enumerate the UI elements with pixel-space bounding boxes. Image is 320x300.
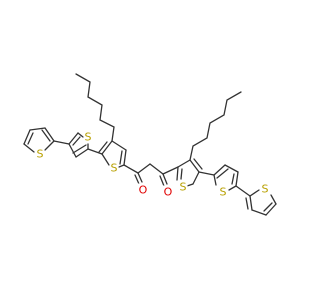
bond: [235, 185, 251, 197]
bond: [186, 183, 194, 187]
bond: [77, 132, 84, 138]
bond: [176, 166, 179, 181]
bond: [251, 209, 267, 216]
atom-label-background: [260, 182, 270, 196]
bond: [68, 132, 79, 145]
bond: [134, 174, 140, 185]
bond: [224, 164, 239, 173]
bond: [123, 149, 127, 166]
left-thiophene-ring: [98, 140, 139, 174]
bond: [249, 195, 253, 211]
sulfur-atom-label: S: [37, 148, 44, 161]
bond: [189, 91, 242, 161]
bond: [111, 140, 127, 151]
bond: [231, 173, 235, 185]
bond: [119, 150, 123, 165]
oxygen-atom-label: O: [139, 184, 148, 197]
bond: [44, 140, 55, 151]
sulfur-atom-label: S: [85, 131, 92, 144]
right-thiophene-ring-2: [198, 164, 239, 191]
bond: [228, 185, 237, 191]
sulfur-atom-label: S: [220, 186, 227, 199]
left-thiophene-ring-3: [23, 127, 70, 153]
right-thiophene-ring-3: [235, 185, 277, 216]
atom-labels: S S S S S S O O: [35, 130, 270, 199]
left-hexyl-chain: [75, 73, 115, 142]
sulfur-atom-label: S: [111, 162, 118, 175]
bond: [23, 143, 35, 153]
bond: [189, 159, 200, 173]
bond: [213, 174, 217, 186]
bond: [98, 141, 108, 153]
bond: [149, 163, 164, 175]
bond: [265, 203, 277, 216]
bond: [101, 140, 113, 155]
bond: [53, 140, 70, 145]
atom-label-background: [178, 180, 188, 194]
bond: [29, 127, 46, 131]
bond: [75, 73, 115, 142]
bond: [235, 171, 239, 187]
structure-canvas: S S S S S S O O: [23, 73, 277, 216]
bond: [75, 148, 89, 158]
bond: [68, 143, 77, 158]
bond: [177, 159, 191, 168]
bond: [123, 164, 139, 174]
atom-label-background: [162, 185, 174, 199]
bond: [162, 166, 179, 175]
bond: [87, 148, 103, 155]
bond: [263, 202, 273, 212]
atom-label-background: [137, 183, 149, 197]
dione-linker: [134, 163, 179, 187]
bond: [41, 129, 51, 142]
bond: [44, 127, 55, 142]
bond: [180, 168, 183, 180]
bond: [213, 164, 226, 176]
atom-label-background: [35, 147, 45, 161]
bond: [137, 163, 151, 174]
bond: [192, 171, 200, 185]
bond: [118, 164, 125, 168]
bond: [245, 197, 249, 210]
right-thiophene-ring: [176, 158, 203, 187]
sulfur-atom-label: S: [262, 183, 269, 196]
bond: [23, 129, 31, 145]
bond: [27, 132, 34, 145]
atom-label-background: [83, 130, 93, 144]
atom-label-background: [109, 161, 119, 175]
bond: [249, 189, 260, 197]
bond: [101, 153, 110, 166]
bond: [198, 171, 215, 176]
bond: [72, 144, 87, 154]
atom-label-background: [218, 185, 228, 199]
sulfur-atom-label: S: [180, 181, 187, 194]
right-hexyl-chain: [189, 91, 242, 161]
bond: [159, 175, 165, 187]
molecule-structure: S S S S S S O O: [23, 73, 277, 216]
bond: [193, 158, 203, 170]
bond: [216, 168, 229, 179]
oxygen-atom-label: O: [164, 186, 173, 199]
bond: [270, 194, 277, 205]
bond: [162, 173, 168, 185]
bond: [72, 136, 81, 146]
bond: [137, 172, 143, 183]
